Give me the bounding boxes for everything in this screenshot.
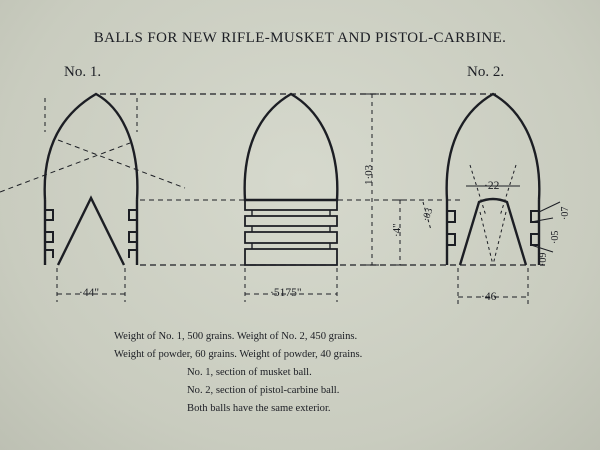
caption-no1-description: No. 1, section of musket ball. [187, 367, 312, 378]
label-no2: No. 2. [467, 64, 505, 80]
dim-no1-width: ·44" [79, 287, 99, 299]
dim-edge-09: ·09 [538, 253, 549, 266]
caption-no2-description: No. 2, section of pistol-carbine ball. [187, 385, 340, 396]
dim-musket-band-width: ·5175" [270, 287, 302, 299]
dim-edge-07: ·07 [560, 207, 571, 220]
dim-hollow-top: ·22 [484, 180, 500, 192]
dim-overall-length: 1·03 [363, 164, 375, 185]
pistol-carbine-ball-section [445, 92, 561, 305]
caption-weights-powder: Weight of powder, 60 grains. Weight of p… [114, 349, 363, 360]
caption-weights-bullets: Weight of No. 1, 500 grains. Weight of N… [114, 331, 358, 342]
caption-exterior-note: Both balls have the same exterior. [187, 403, 331, 414]
musket-ball-section [0, 92, 186, 302]
dim-cavity-depth: ·03 [420, 207, 435, 223]
dim-base-length: ·4" [391, 223, 403, 237]
musket-ball-exterior [243, 92, 407, 302]
dim-edge-05: ·05 [550, 231, 561, 244]
dim-no2-width: ·46 [481, 291, 497, 303]
diagram-title: BALLS FOR NEW RIFLE-MUSKET AND PISTOL-CA… [93, 30, 507, 46]
label-no1: No. 1. [64, 64, 102, 80]
